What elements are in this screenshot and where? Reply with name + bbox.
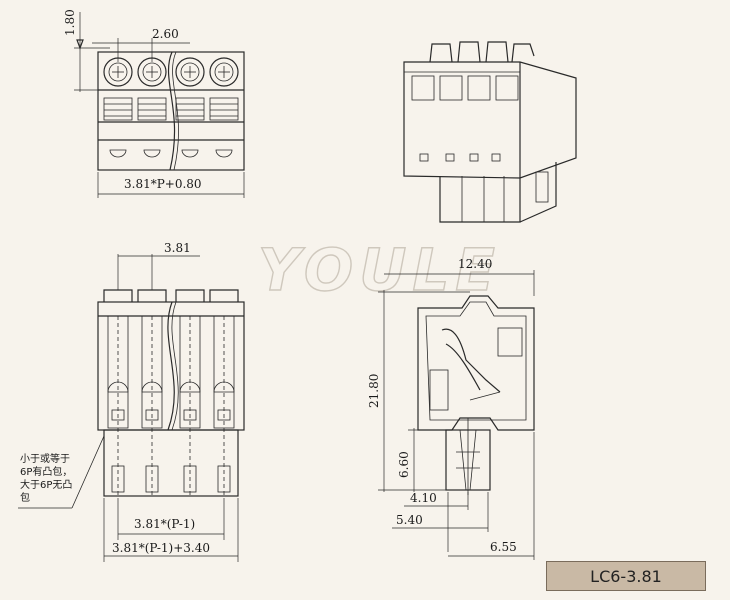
side-view: 12.40 21.80 6.60 4.10 5.40 6.55 — [367, 257, 535, 560]
model-label: LC6-3.81 — [546, 561, 706, 591]
note-line-1: 小于或等于 — [20, 452, 70, 465]
dim-side-width: 12.40 — [458, 257, 492, 271]
dim-pin-spacing-top: 2.60 — [152, 27, 179, 41]
dim-pitch: 3.81 — [164, 241, 191, 255]
note-line-2: 6P有凸包， — [20, 465, 72, 478]
front-view: 3.81 — [18, 241, 245, 562]
dim-pin-length: 6.60 — [397, 451, 411, 478]
note-line-3: 大于6P无凸 — [20, 478, 72, 491]
dim-side-height: 21.80 — [367, 374, 381, 408]
note-line-4: 包 — [20, 491, 30, 504]
dim-offset-a: 4.10 — [410, 491, 437, 505]
dim-pitch-formula: 3.81*(P-1) — [134, 517, 195, 531]
dim-offset-b: 5.40 — [396, 513, 423, 527]
dim-total-formula: 3.81*(P-1)+3.40 — [112, 541, 210, 555]
watermark-text: YOULE — [258, 236, 501, 304]
isometric-view — [403, 41, 577, 223]
dim-offset-c: 6.55 — [490, 540, 517, 554]
top-view: 1.80 2.60 — [63, 9, 245, 198]
dim-width-top: 3.81*P+0.80 — [124, 177, 202, 191]
dim-pin-height: 1.80 — [63, 9, 77, 36]
